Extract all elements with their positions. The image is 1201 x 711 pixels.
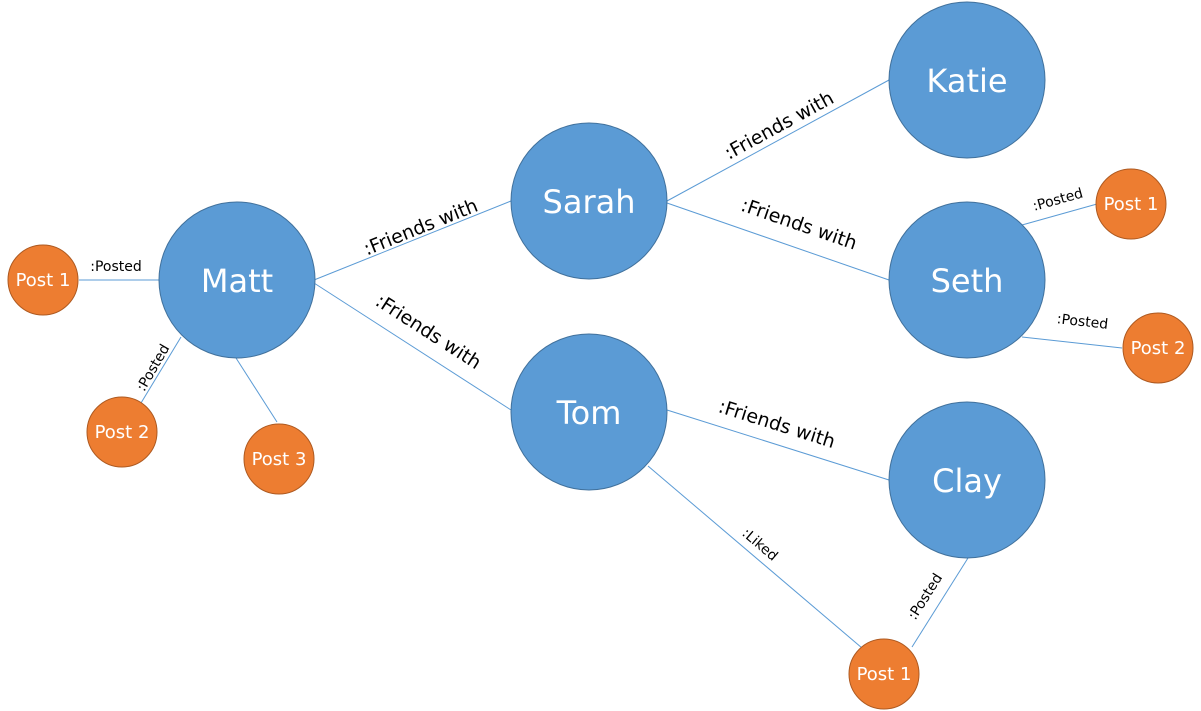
- node-seth-post1: Post 1: [1095, 168, 1167, 240]
- label-tom-liked: :Liked: [739, 525, 781, 564]
- node-clay: Clay: [888, 401, 1046, 559]
- node-tom: Tom: [510, 333, 668, 491]
- node-matt-post3: Post 3: [243, 423, 315, 495]
- node-matt-post1-label: Post 1: [16, 270, 71, 291]
- edge-tom-clay: [666, 409, 890, 481]
- node-seth-circle: [888, 201, 1046, 359]
- node-seth: Seth: [888, 201, 1046, 359]
- node-katie: Katie: [888, 1, 1046, 159]
- edges: [79, 79, 1123, 649]
- node-matt: Matt: [158, 201, 316, 359]
- node-katie-label: Katie: [926, 62, 1007, 100]
- label-sarah-seth: :Friends with: [738, 194, 860, 254]
- node-matt-post2-label: Post 2: [95, 422, 150, 443]
- node-matt-post3-circle: [243, 423, 315, 495]
- node-clay-label: Clay: [932, 462, 1002, 500]
- edge-sarah-katie: [666, 79, 890, 202]
- label-matt-sarah: :Friends with: [360, 195, 481, 261]
- node-matt-post3-label: Post 3: [252, 449, 307, 470]
- edge-matt-tom: [313, 282, 512, 411]
- label-matt-tom: :Friends with: [371, 290, 485, 374]
- edge-matt-post2: [140, 336, 182, 404]
- edge-matt-sarah: [313, 200, 512, 281]
- node-shared-post1-label: Post 1: [857, 664, 912, 685]
- edge-sarah-seth: [666, 202, 890, 281]
- node-seth-post2-label: Post 2: [1131, 338, 1186, 359]
- label-matt-post2-posted: :Posted: [134, 342, 174, 395]
- node-seth-post1-label: Post 1: [1104, 194, 1159, 215]
- node-matt-circle: [158, 201, 316, 359]
- node-katie-circle: [888, 1, 1046, 159]
- node-tom-circle: [510, 333, 668, 491]
- node-seth-label: Seth: [931, 262, 1004, 300]
- node-matt-post1-circle: [7, 244, 79, 316]
- node-tom-label: Tom: [556, 394, 622, 432]
- label-seth-post1-posted: :Posted: [1031, 186, 1085, 215]
- edge-matt-post3: [235, 357, 278, 423]
- label-matt-post1-posted: :Posted: [90, 259, 142, 275]
- node-shared-post1-circle: [848, 638, 920, 710]
- edge-clay-shared-post: [911, 557, 969, 648]
- edge-tom-shared-post: [647, 465, 863, 649]
- label-seth-post2-posted: :Posted: [1056, 311, 1109, 333]
- node-clay-circle: [888, 401, 1046, 559]
- node-sarah: Sarah: [510, 122, 668, 280]
- node-sarah-circle: [510, 122, 668, 280]
- edge-seth-post1: [1021, 203, 1098, 226]
- label-sarah-katie: :Friends with: [721, 87, 838, 164]
- node-matt-post2: Post 2: [86, 396, 158, 468]
- node-matt-post1: Post 1: [7, 244, 79, 316]
- node-matt-label: Matt: [201, 262, 273, 300]
- node-shared-post1: Post 1: [848, 638, 920, 710]
- node-seth-post1-circle: [1095, 168, 1167, 240]
- node-matt-post2-circle: [86, 396, 158, 468]
- edge-seth-post2: [1021, 336, 1123, 349]
- node-seth-post2-circle: [1122, 312, 1194, 384]
- label-clay-posted: :Posted: [905, 571, 946, 623]
- node-sarah-label: Sarah: [543, 183, 636, 221]
- node-seth-post2: Post 2: [1122, 312, 1194, 384]
